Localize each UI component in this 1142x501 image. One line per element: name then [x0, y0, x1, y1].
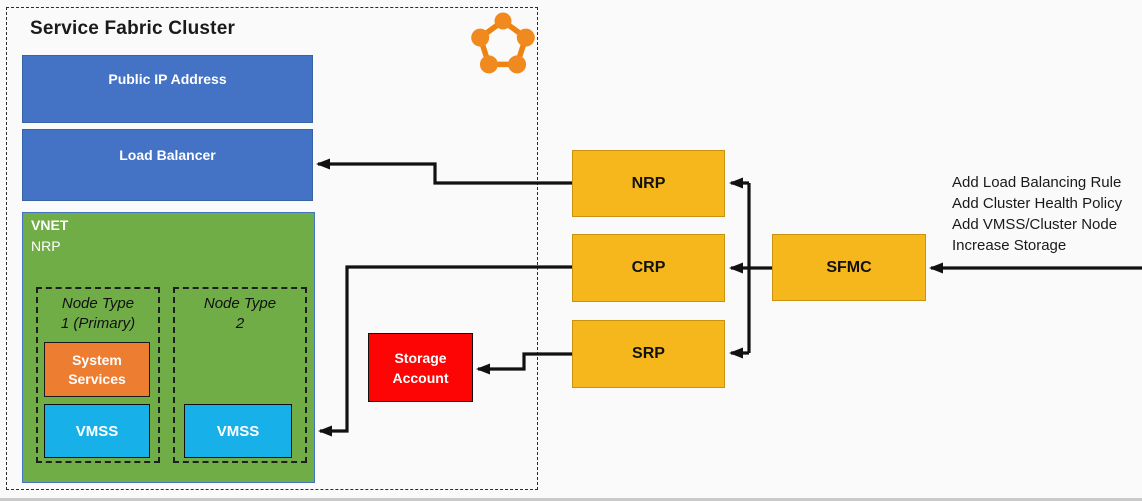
nrp-box: NRP	[572, 150, 725, 217]
nrp-label: NRP	[631, 174, 666, 192]
system-services-label: System Services	[68, 351, 126, 387]
page-title: Service Fabric Cluster	[30, 18, 236, 39]
annotation-line: Add VMSS/Cluster Node	[952, 216, 1118, 233]
vmss-secondary-box: VMSS	[184, 404, 292, 458]
cluster-boundary	[6, 7, 538, 490]
sfmc-box: SFMC	[772, 234, 926, 301]
annotation-line: Add Cluster Health Policy	[952, 195, 1123, 212]
vmss-secondary-label: VMSS	[216, 422, 260, 440]
public-ip-address-box: Public IP Address	[22, 55, 313, 123]
storage-account-label: Storage Account	[392, 349, 449, 386]
vmss-primary-label: VMSS	[75, 422, 119, 440]
vmss-primary-box: VMSS	[44, 404, 150, 458]
load-balancer-label: Load Balancer	[119, 147, 216, 163]
vnet-nrp-label: NRP	[31, 238, 61, 254]
node-type-1-box: Node Type 1 (Primary)	[36, 287, 160, 463]
annotation-list: Add Load Balancing Rule Add Cluster Heal…	[952, 172, 1138, 256]
crp-box: CRP	[572, 234, 725, 302]
load-balancer-box: Load Balancer	[22, 129, 313, 201]
annotation-line: Add Load Balancing Rule	[952, 174, 1122, 191]
system-services-box: System Services	[44, 342, 150, 397]
srp-label: SRP	[632, 345, 665, 362]
storage-account-box: Storage Account	[368, 333, 473, 402]
srp-box: SRP	[572, 320, 725, 388]
node-type-2-box: Node Type 2	[173, 287, 307, 463]
annotation-line: Increase Storage	[952, 237, 1067, 254]
window-bottom-edge	[0, 498, 1142, 501]
sfmc-label: SFMC	[826, 258, 872, 276]
public-ip-address-label: Public IP Address	[108, 71, 227, 87]
node-type-1-label: Node Type 1 (Primary)	[60, 295, 136, 332]
node-type-2-label: Node Type 2	[203, 295, 277, 332]
vnet-label: VNET	[31, 217, 69, 233]
crp-label: CRP	[631, 259, 666, 276]
